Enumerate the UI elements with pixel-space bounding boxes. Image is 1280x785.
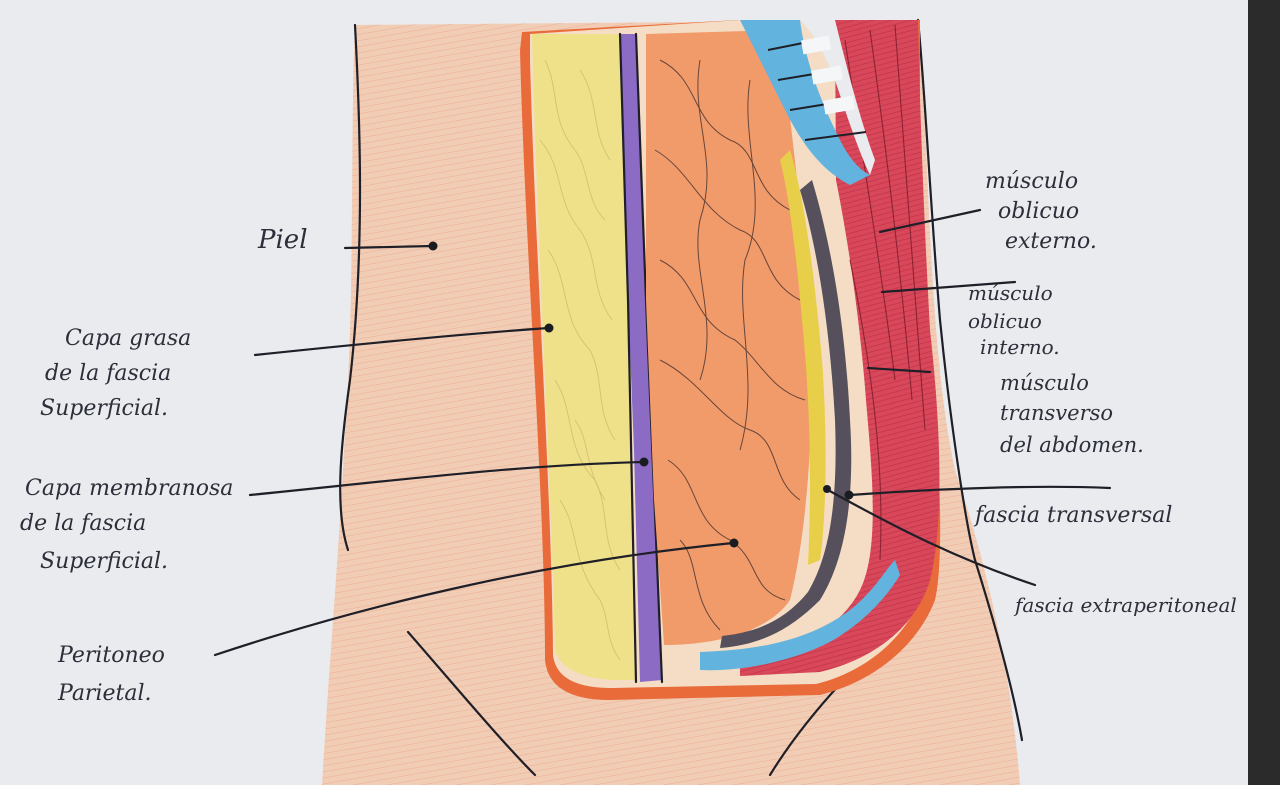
label-oblicuo-externo-3: externo. <box>1005 229 1097 254</box>
label-capa-grasa-1: Capa grasa <box>65 326 191 351</box>
label-oblicuo-interno-2: oblicuo <box>968 309 1042 333</box>
label-capa-grasa-2: de la fascia <box>45 361 171 386</box>
label-oblicuo-interno-3: interno. <box>980 335 1060 359</box>
label-oblicuo-interno-1: músculo <box>968 281 1053 305</box>
label-oblicuo-externo-1: músculo <box>985 169 1078 194</box>
label-transverso-2: transverso <box>1000 401 1113 425</box>
label-transverso-1: músculo <box>1000 371 1089 395</box>
label-piel-text: Piel <box>257 225 308 255</box>
label-transverso-3: del abdomen. <box>1000 433 1144 457</box>
label-capa-membranosa-3: Superficial. <box>40 549 168 574</box>
label-capa-grasa-3: Superficial. <box>40 396 168 421</box>
label-capa-membranosa-1: Capa membranosa <box>25 476 233 501</box>
label-oblicuo-externo-2: oblicuo <box>998 199 1079 224</box>
page-edge <box>1248 0 1280 785</box>
label-fascia-transversal: fascia transversal <box>973 503 1172 528</box>
label-capa-membranosa-2: de la fascia <box>20 511 146 536</box>
label-fascia-extraperitoneal: fascia extraperitoneal <box>1013 593 1237 617</box>
label-piel: Piel <box>257 225 308 255</box>
label-peritoneo-2: Parietal. <box>57 681 152 706</box>
label-peritoneo-1: Peritoneo <box>57 643 165 668</box>
label-fascia-extraperitoneal-text: fascia extraperitoneal <box>1013 593 1237 617</box>
label-fascia-transversal-text: fascia transversal <box>973 503 1172 528</box>
